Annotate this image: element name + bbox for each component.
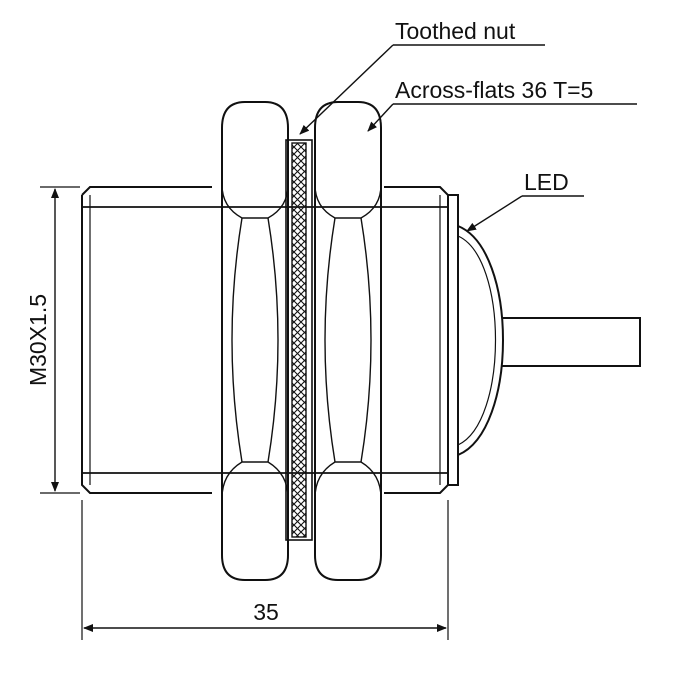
callout-toothed-nut: Toothed nut: [299, 18, 545, 135]
across-flats-label: Across-flats 36 T=5: [395, 77, 593, 103]
led-dome: [457, 225, 504, 456]
hex-nut-right: [314, 101, 382, 581]
sensor-body: [81, 186, 449, 494]
hex-nut-left: [221, 101, 289, 581]
rear-cap: [447, 194, 459, 486]
toothed-nut-label: Toothed nut: [395, 18, 516, 44]
dimension-length: 35: [81, 500, 449, 640]
callout-led: LED: [466, 169, 584, 232]
toothed-nut: [285, 139, 313, 541]
dimension-thread: M30X1.5: [25, 186, 80, 494]
length-label: 35: [253, 599, 279, 625]
led-label: LED: [524, 169, 569, 195]
cable: [502, 317, 641, 367]
callout-across-flats: Across-flats 36 T=5: [367, 77, 637, 132]
thread-size-label: M30X1.5: [25, 294, 51, 386]
